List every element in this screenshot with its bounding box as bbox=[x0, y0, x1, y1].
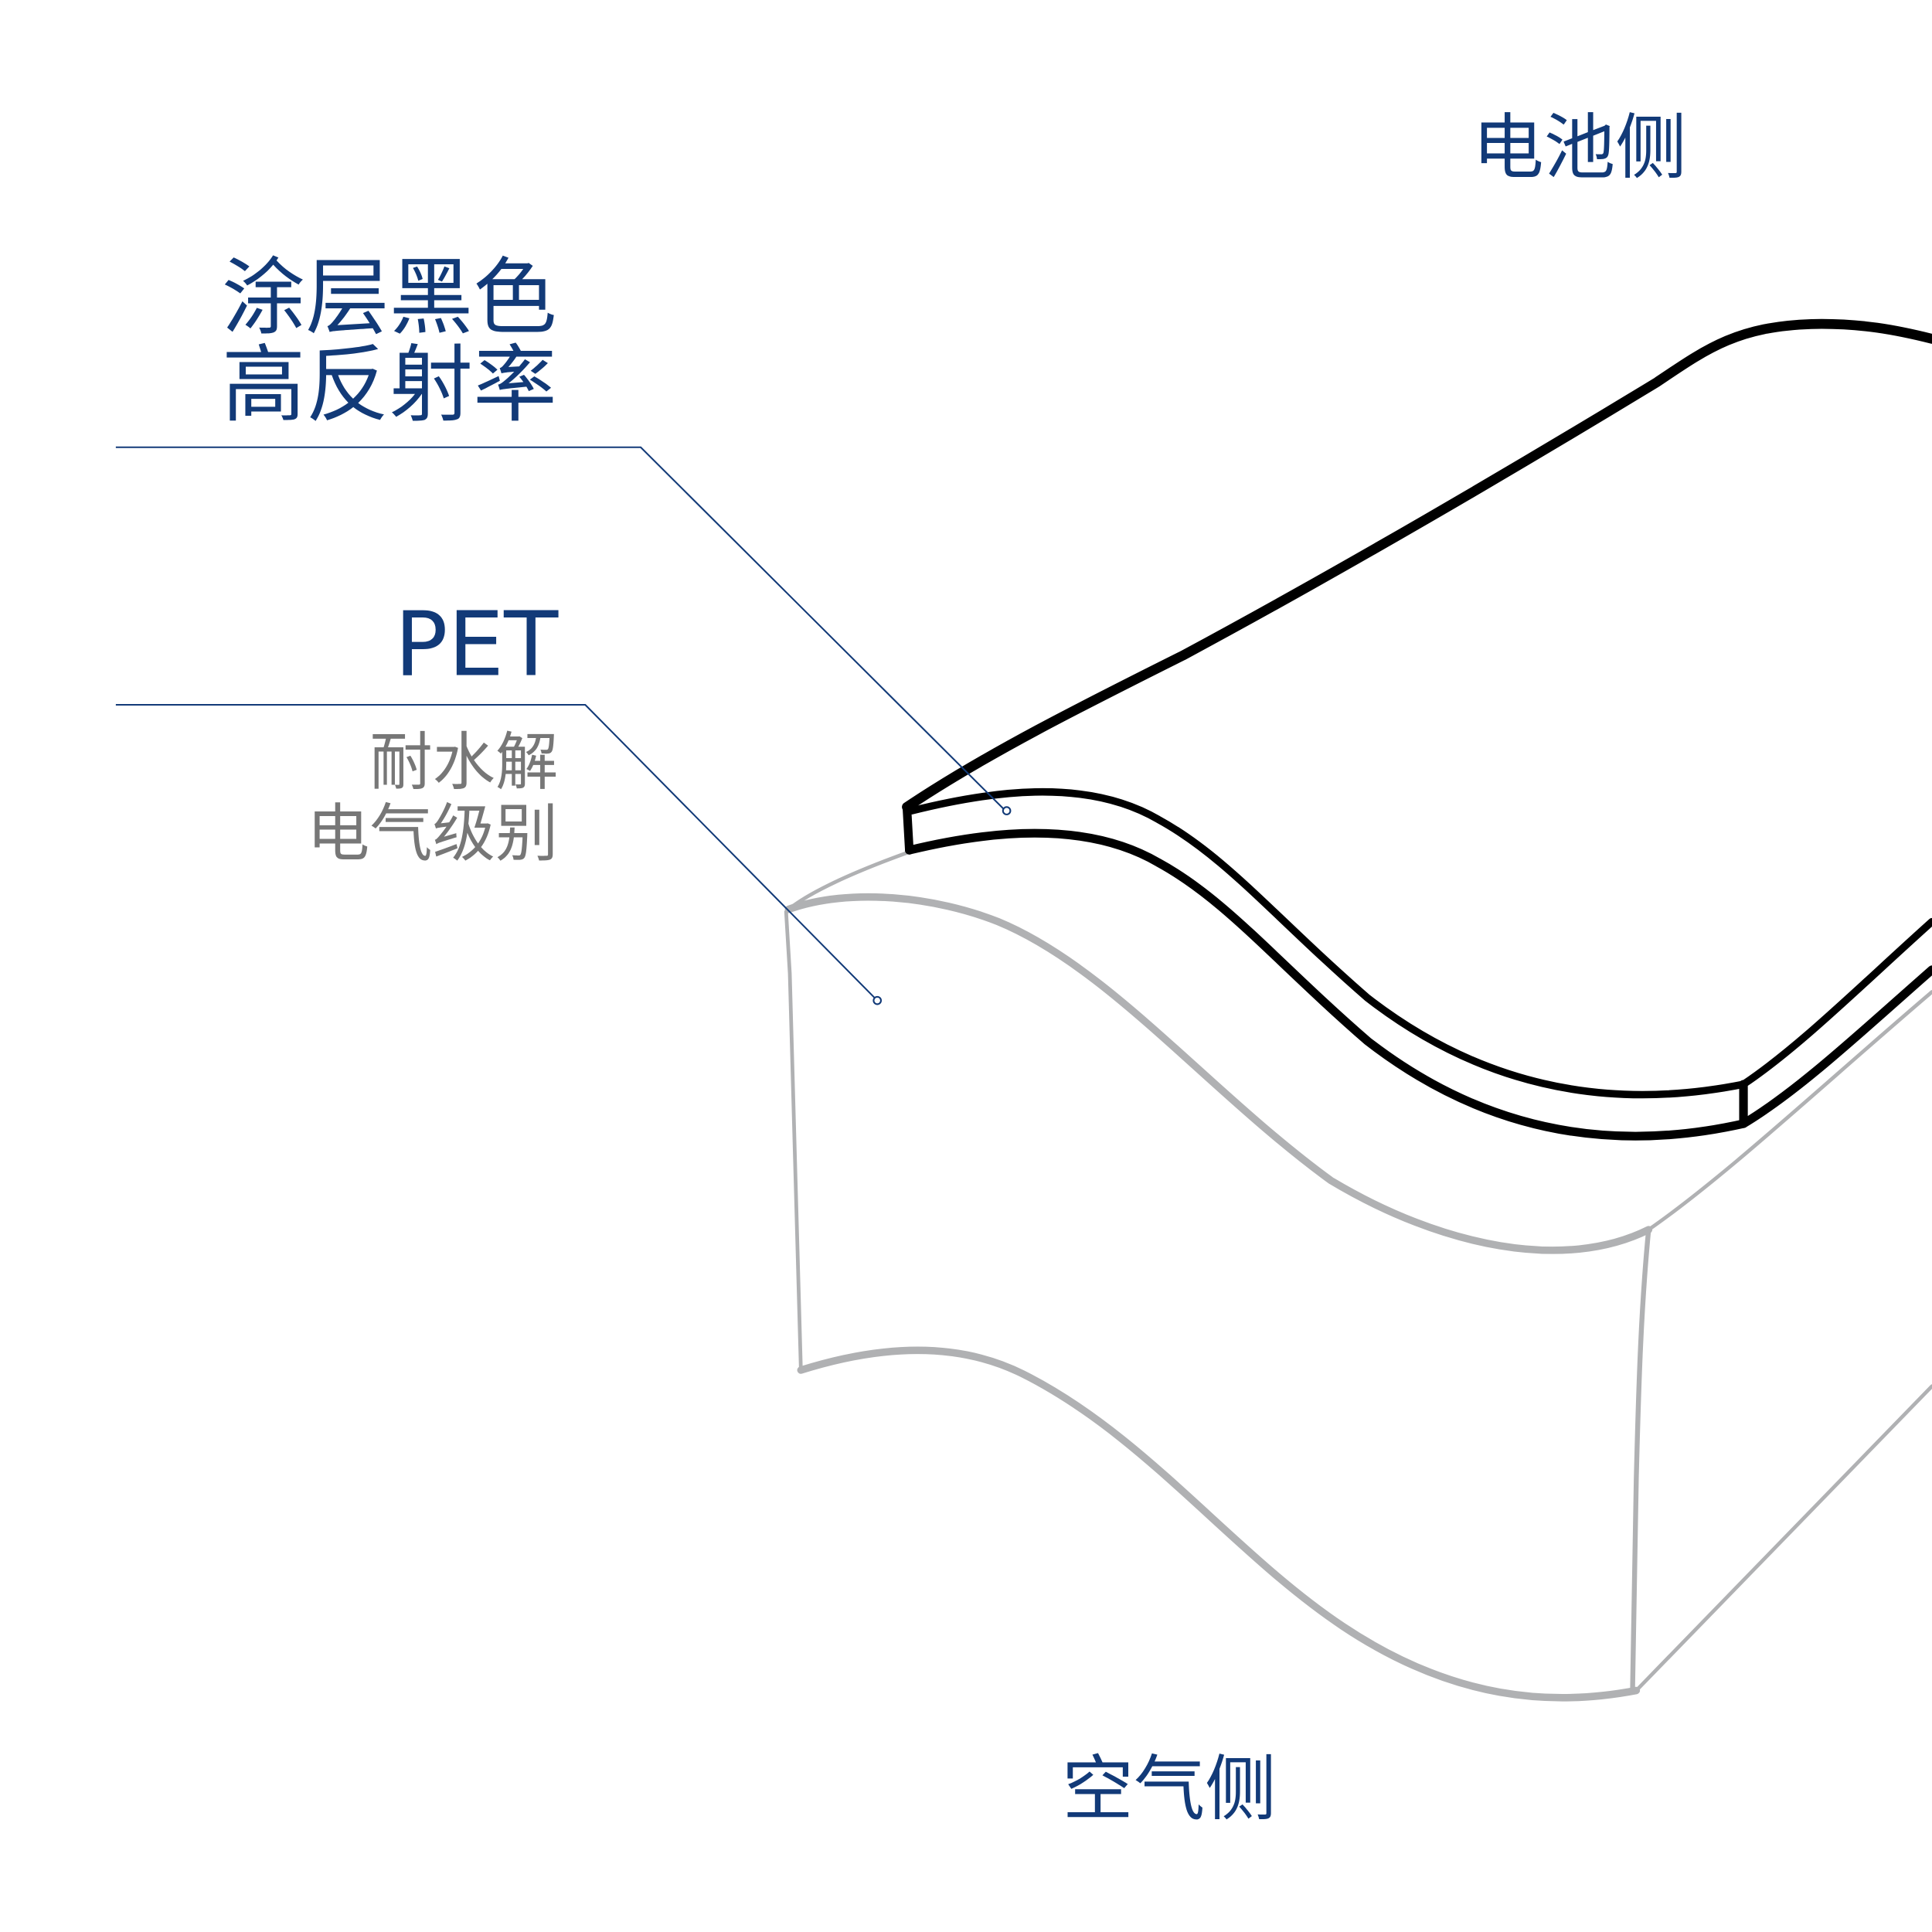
pet-leader-dot bbox=[872, 995, 883, 1005]
coating-label-line1: 涂层黑色 bbox=[222, 249, 557, 347]
leader-lines bbox=[115, 446, 1012, 1005]
pet-label: PET bbox=[394, 594, 559, 697]
pet-top-edge-right bbox=[1646, 990, 1932, 1232]
coating-surface-edge bbox=[908, 787, 1932, 1099]
coating-top-edge bbox=[902, 318, 1932, 812]
coating-lower-edge bbox=[905, 828, 1932, 1141]
pet-leader-line bbox=[115, 703, 876, 999]
battery-side-label: 电池侧 bbox=[1472, 106, 1686, 189]
pet-front-corner bbox=[787, 848, 917, 912]
pet-left-edge bbox=[784, 910, 803, 1372]
pet-desc-line1: 耐水解 bbox=[369, 726, 558, 799]
air-side-label: 空气侧 bbox=[1062, 1747, 1276, 1831]
coating-layer bbox=[902, 318, 1932, 1141]
coating-leader-line bbox=[115, 446, 1005, 811]
pet-layer bbox=[784, 848, 1932, 1702]
pet-diagonal-edge bbox=[1634, 1384, 1932, 1692]
coating-front-corner bbox=[902, 802, 914, 855]
pet-top-edge bbox=[784, 893, 1653, 1254]
pet-bottom-edge bbox=[797, 1346, 1641, 1702]
coating-label-line2: 高反射率 bbox=[222, 336, 557, 434]
pet-right-edge bbox=[1630, 1227, 1651, 1691]
coating-leader-dot bbox=[1002, 806, 1012, 815]
pet-desc-line2: 电气级别 bbox=[307, 798, 558, 871]
